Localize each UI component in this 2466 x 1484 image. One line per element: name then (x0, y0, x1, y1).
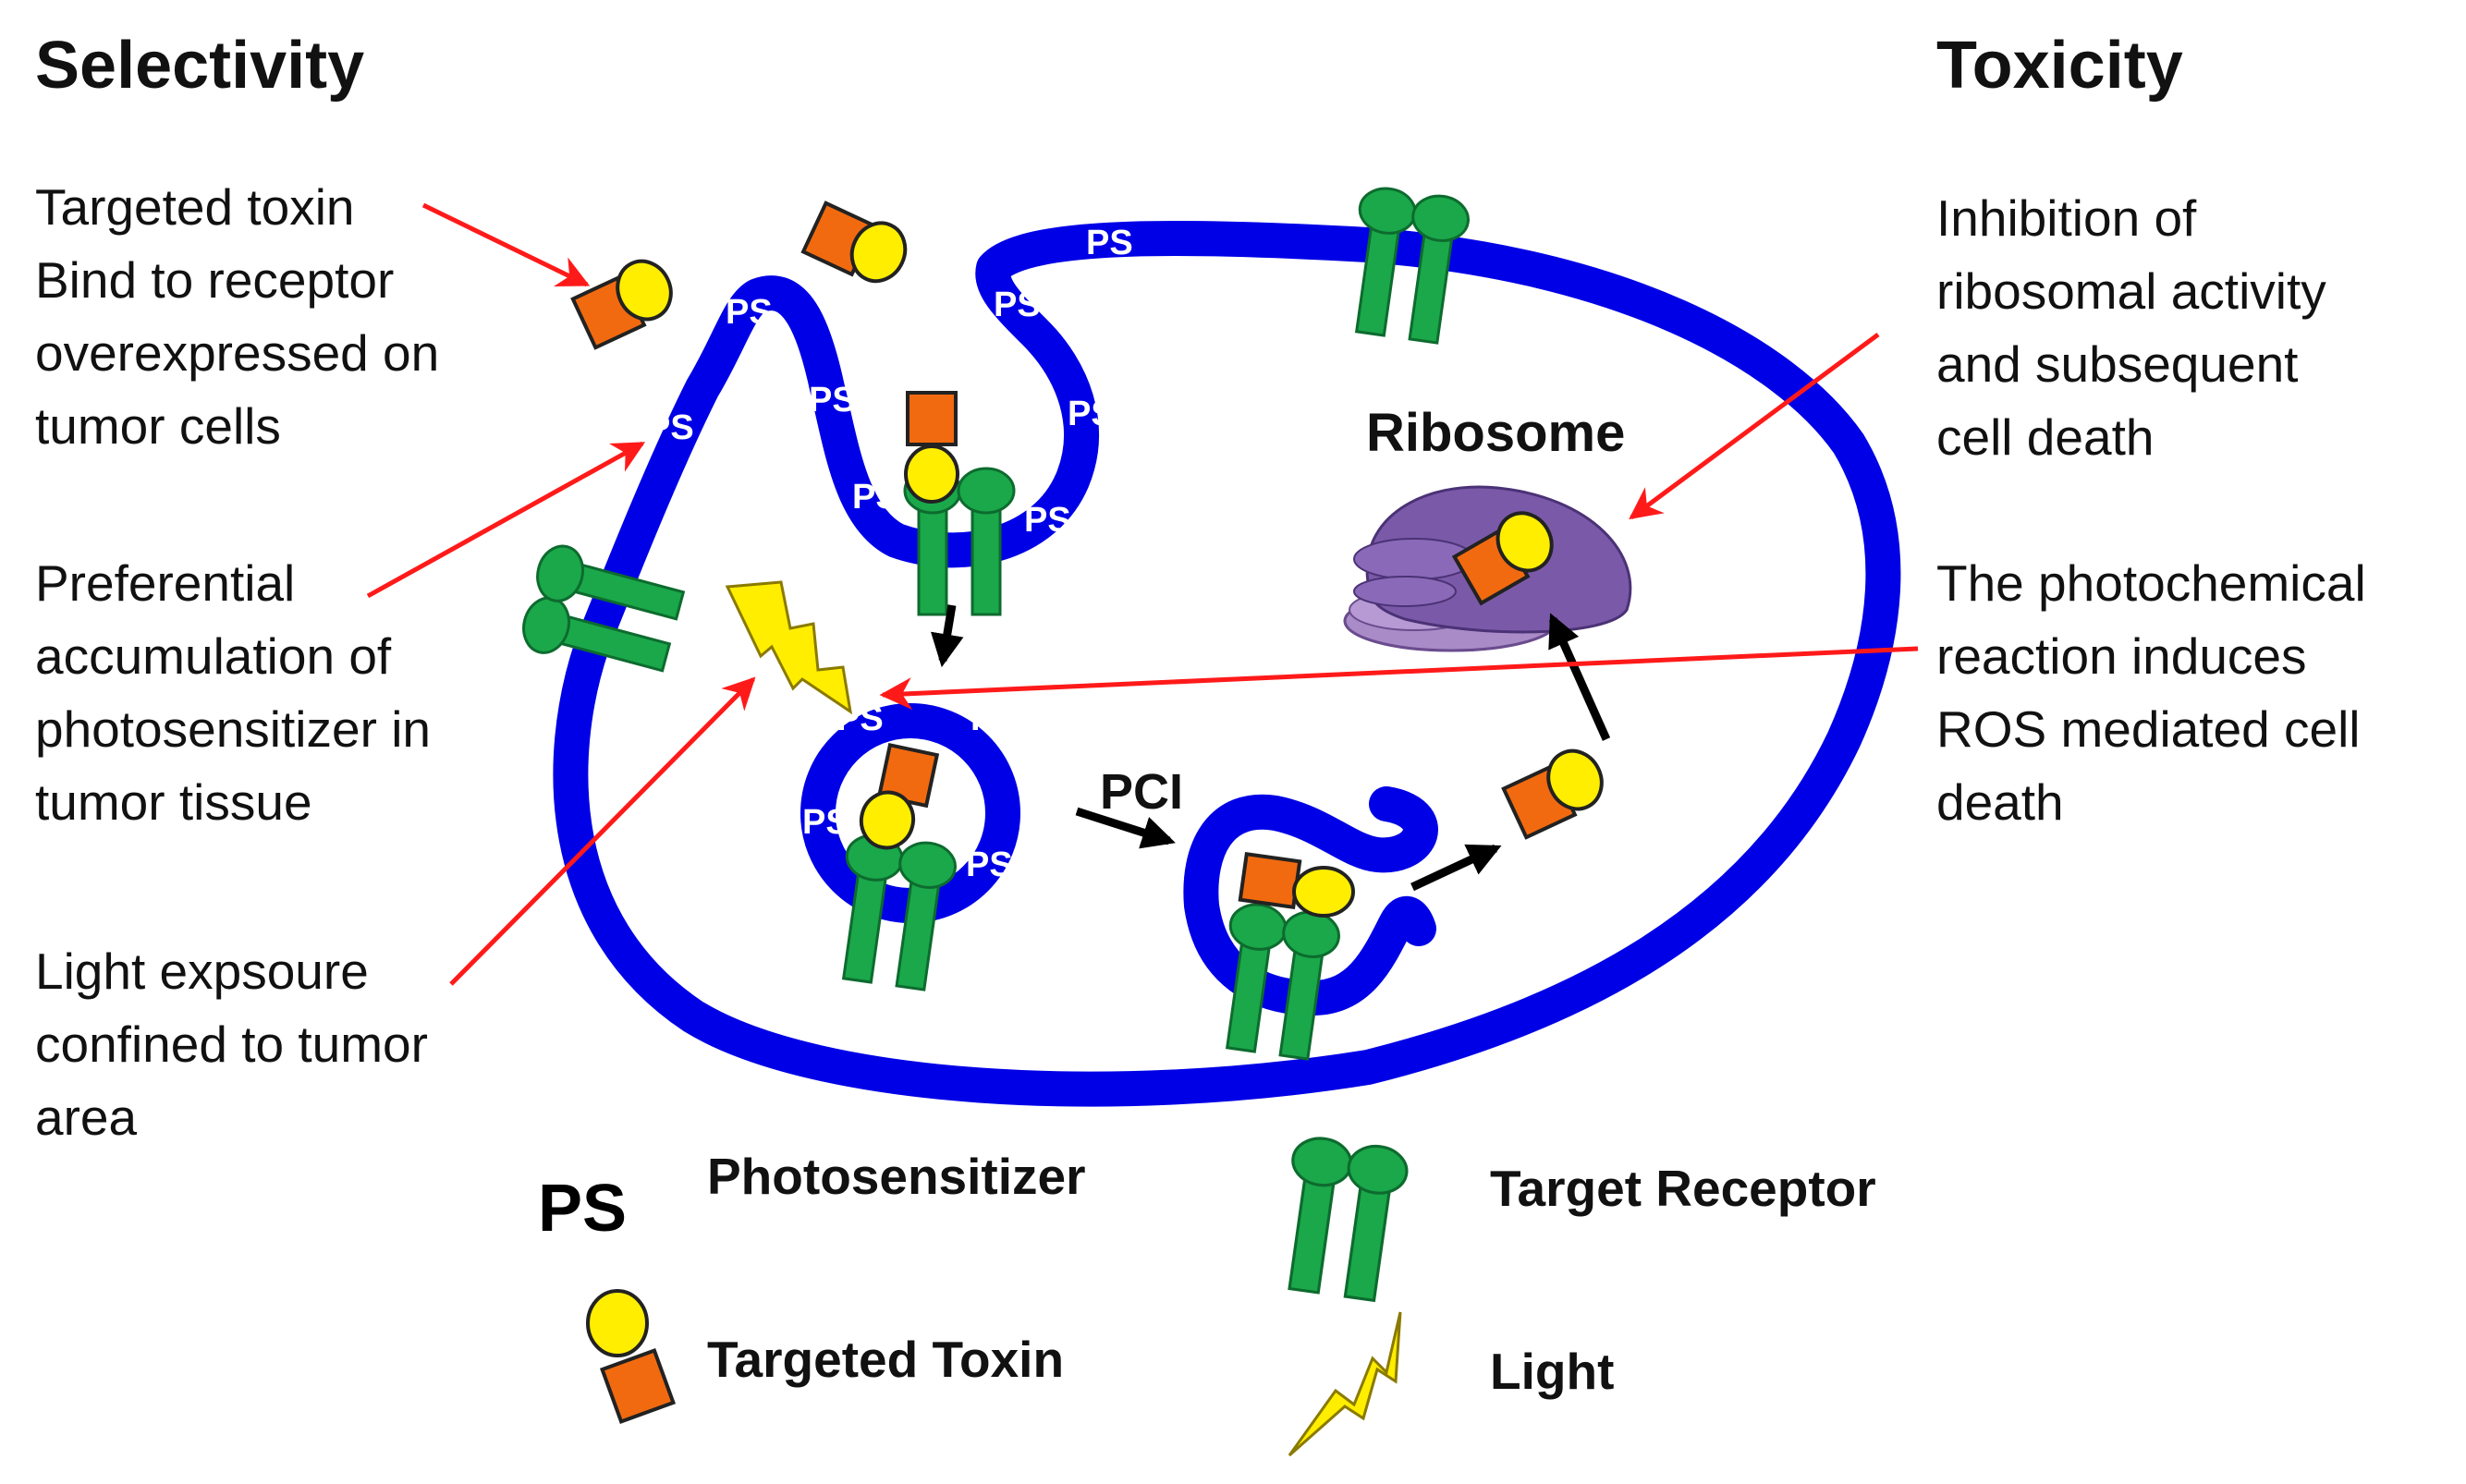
toxin-free-1 (568, 250, 683, 350)
svg-text:overexpressed on: overexpressed on (35, 324, 439, 382)
toxin-bound-invagination (904, 391, 959, 504)
accumulation-note: Preferential accumulation of photosensit… (35, 554, 431, 831)
receptor-legend-icon (1273, 1133, 1411, 1305)
selectivity-heading: Selectivity (35, 29, 364, 103)
svg-text:PS: PS (966, 845, 1013, 884)
arrow-accumulation (366, 441, 646, 599)
photochemical-note: The photochemical reaction induces ROS m… (1936, 554, 2366, 831)
svg-text:tumor cells: tumor cells (35, 397, 281, 455)
svg-text:PS: PS (1024, 501, 1071, 540)
svg-text:reaction induces: reaction induces (1936, 627, 2307, 685)
svg-text:PS: PS (971, 699, 1018, 738)
toxicity-heading: Toxicity (1936, 29, 2183, 103)
ribosome-label: Ribosome (1366, 403, 1625, 463)
svg-text:accumulation of: accumulation of (35, 627, 392, 685)
ps-labels: PS PS PS PS PS PS PS PS PS PS PS PS (647, 224, 1133, 884)
svg-text:confined to tumor: confined to tumor (35, 1016, 428, 1073)
toxin-free-2 (801, 194, 917, 294)
arrow-light-exposure (449, 676, 756, 986)
svg-text:PS: PS (726, 293, 773, 332)
arrow-photochemical (879, 646, 1919, 711)
arrow-ribosomal (1629, 332, 1880, 520)
legend: PS Photosensitizer Targeted Toxin Target… (538, 1148, 1876, 1457)
svg-text:PS: PS (802, 803, 849, 842)
ruptured-endosome (1183, 786, 1438, 1016)
legend-photosensitizer: Photosensitizer (707, 1148, 1086, 1205)
internalization-arrow (930, 604, 964, 668)
targeted-toxin-note: Targeted toxin Bind to receptor overexpr… (35, 178, 439, 455)
release-arrow (1410, 844, 1502, 892)
svg-text:PS: PS (1068, 395, 1115, 433)
svg-text:PS: PS (994, 286, 1041, 324)
legend-toxin-icon (586, 1289, 677, 1425)
legend-light: Light (1490, 1343, 1614, 1400)
toxin-released (1498, 740, 1614, 840)
svg-text:death: death (1936, 773, 2064, 831)
svg-text:cell death: cell death (1936, 408, 2154, 466)
svg-text:The photochemical: The photochemical (1936, 554, 2366, 612)
svg-text:ribosomal activity: ribosomal activity (1936, 262, 2326, 320)
svg-text:and subsequent: and subsequent (1936, 335, 2298, 393)
svg-text:Preferential: Preferential (35, 554, 295, 612)
to-ribosome-arrow (1548, 613, 1611, 741)
legend-target-receptor: Target Receptor (1490, 1160, 1876, 1217)
svg-text:Inhibition of: Inhibition of (1936, 189, 2197, 247)
pci-label: PCI (1100, 764, 1183, 820)
svg-text:tumor tissue: tumor tissue (35, 773, 312, 831)
light-exposure-note: Light expsoure confined to tumor area (35, 943, 428, 1146)
legend-targeted-toxin: Targeted Toxin (707, 1331, 1064, 1388)
ribosomal-inhibition-note: Inhibition of ribosomal activity and sub… (1936, 189, 2326, 466)
lightning-bolt (725, 580, 853, 715)
svg-text:PS: PS (809, 381, 856, 420)
svg-text:PS: PS (1086, 224, 1133, 262)
legend-lightning-icon (1288, 1311, 1402, 1457)
svg-text:area: area (35, 1089, 137, 1146)
arrow-targeted-toxin (421, 202, 591, 287)
toxin-endosome (859, 742, 940, 850)
legend-ps-symbol: PS (538, 1172, 627, 1246)
svg-text:photosensitizer in: photosensitizer in (35, 700, 431, 758)
pci-arrow (1075, 807, 1176, 849)
toxin-pci (1238, 851, 1355, 918)
svg-text:Bind to receptor: Bind to receptor (35, 251, 394, 309)
svg-text:PS: PS (852, 478, 899, 517)
svg-text:ROS mediated cell: ROS mediated cell (1936, 700, 2361, 758)
svg-text:Targeted toxin: Targeted toxin (35, 178, 355, 236)
svg-text:PS: PS (647, 408, 694, 447)
svg-text:Light expsoure: Light expsoure (35, 943, 369, 1000)
